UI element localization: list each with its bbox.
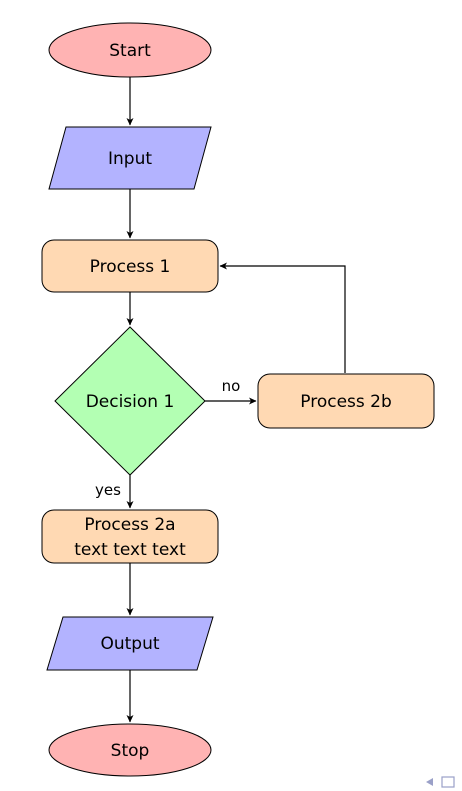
node-process2a-label-line1: Process 2a (84, 515, 175, 535)
node-stop-label: Stop (111, 741, 150, 761)
edge-process2b-to-process1 (219, 262, 346, 373)
node-process2a: Process 2a text text text (41, 509, 219, 564)
edge-label-yes: yes (95, 481, 121, 499)
nav-prev-arrow-icon[interactable] (426, 778, 433, 786)
node-process2b: Process 2b (257, 373, 435, 429)
node-process2b-label: Process 2b (300, 392, 392, 412)
nav-frame-icon[interactable] (441, 776, 455, 788)
node-decision1-label: Decision 1 (86, 392, 175, 412)
node-process1: Process 1 (41, 239, 219, 293)
node-stop: Stop (48, 723, 212, 777)
node-start: Start (48, 22, 212, 78)
node-output-label: Output (100, 634, 159, 654)
node-decision1: Decision 1 (54, 326, 206, 476)
node-start-label: Start (109, 41, 151, 61)
node-process2a-label-line2: text text text (74, 540, 186, 560)
node-input: Input (48, 126, 212, 190)
node-process1-label: Process 1 (90, 257, 171, 277)
node-output: Output (46, 616, 214, 671)
slide-navigation[interactable] (426, 776, 455, 788)
edge-label-no: no (222, 377, 241, 395)
node-input-label: Input (108, 149, 152, 169)
